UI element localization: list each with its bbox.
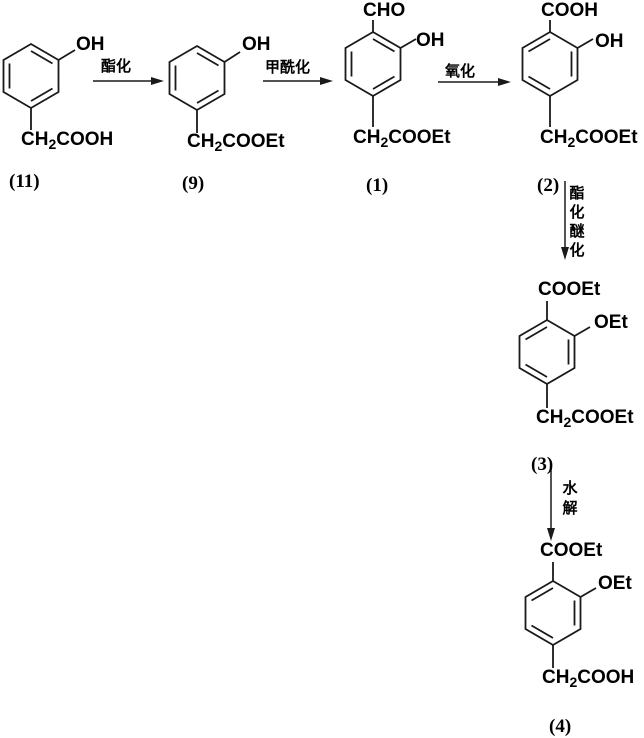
reaction-label-hydrolysis: 水解 [562,480,578,517]
double-bond-lines [8,50,53,102]
reaction-arrow-hydrolysis [547,468,555,541]
sidechain-formula-2: CH2COOEt [540,128,638,152]
reaction-arrow-oxidation [438,78,511,86]
reaction-arrow-esterification [93,77,164,85]
chain-subscript: 2 [569,674,578,690]
compound-number-3: (3) [531,454,554,475]
chain-post: COOH [56,129,114,150]
benzene-outline [524,579,582,647]
compound-number-4: (4) [549,716,572,737]
chain-post: COOEt [571,407,634,428]
sidechain-formula-3: CH2COOEt [536,408,634,432]
ether-label-3: OEt [594,312,628,333]
ester-label-4: COOEt [540,540,603,561]
sidechain-formula-9: CH2COOEt [187,132,285,156]
chain-pre: CH [353,127,381,148]
benzene-outline [168,44,226,112]
benzene-outline [2,42,60,110]
chain-subscript: 2 [48,136,57,152]
hydroxyl-label-9: OH [242,34,271,55]
benzene-outline [344,30,402,98]
chain-post: COOEt [575,127,638,148]
chain-subscript: 2 [214,138,223,154]
benzene-outline [521,30,579,98]
sidechain-formula-1: CH2COOEt [353,128,451,152]
substituent-bonds [196,51,241,133]
benzene-ring-9 [168,44,241,133]
benzene-outline [518,318,576,386]
benzene-ring-4 [524,562,597,668]
benzene-ring-1 [344,20,417,127]
double-bond-lines [350,38,395,90]
chain-subscript: 2 [567,134,576,150]
sidechain-formula-4: CH2COOH [542,668,634,692]
reaction-label-esterification: 酯化 [101,58,132,75]
double-bond-lines [528,38,573,90]
substituent-bonds [30,49,76,130]
arrow-head [561,247,569,260]
chain-post: COOEt [222,131,285,152]
aldehyde-label-1: CHO [363,0,406,21]
reaction-arrow-esterification-etherification [561,181,569,260]
reaction-label-oxidation: 氧化 [445,63,476,80]
benzene-ring-11 [2,42,76,130]
chain-pre: CH [540,127,568,148]
arrow-head [151,77,164,85]
chain-pre: CH [187,131,215,152]
double-bond-lines [174,52,219,104]
arrow-head [320,77,333,85]
chain-post: COOEt [388,127,451,148]
chain-pre: CH [21,129,49,150]
arrow-head [547,528,555,541]
substituent-bonds [546,301,591,408]
compound-number-9: (9) [182,173,205,194]
compound-number-11: (11) [9,171,40,192]
reaction-arrow-formylation [263,77,333,85]
hydroxyl-label-1: OH [416,30,445,51]
carboxyl-label-2: COOH [541,0,598,21]
benzene-ring-3 [518,301,591,408]
arrow-head [498,78,511,86]
substituent-bonds [552,562,597,668]
reaction-label-formylation: 甲酰化 [265,59,311,76]
chain-subscript: 2 [563,414,572,430]
substituent-bonds [549,20,594,127]
double-bond-lines [525,326,570,378]
hydroxyl-label-2: OH [595,31,624,52]
ester-label-3: COOEt [538,279,601,300]
hydroxyl-label-11: OH [76,34,105,55]
ether-label-4: OEt [598,573,632,594]
sidechain-formula-11: CH2COOH [21,130,113,154]
chain-subscript: 2 [380,134,389,150]
chain-pre: CH [542,667,570,688]
chain-pre: CH [536,407,564,428]
compound-number-2: (2) [537,175,560,196]
double-bond-lines [531,587,576,639]
chain-post: COOH [577,667,635,688]
benzene-ring-2 [521,20,594,127]
compound-number-1: (1) [366,175,389,196]
reaction-label-esterification-etherification: 酯化醚化 [569,185,585,259]
substituent-bonds [372,20,417,127]
